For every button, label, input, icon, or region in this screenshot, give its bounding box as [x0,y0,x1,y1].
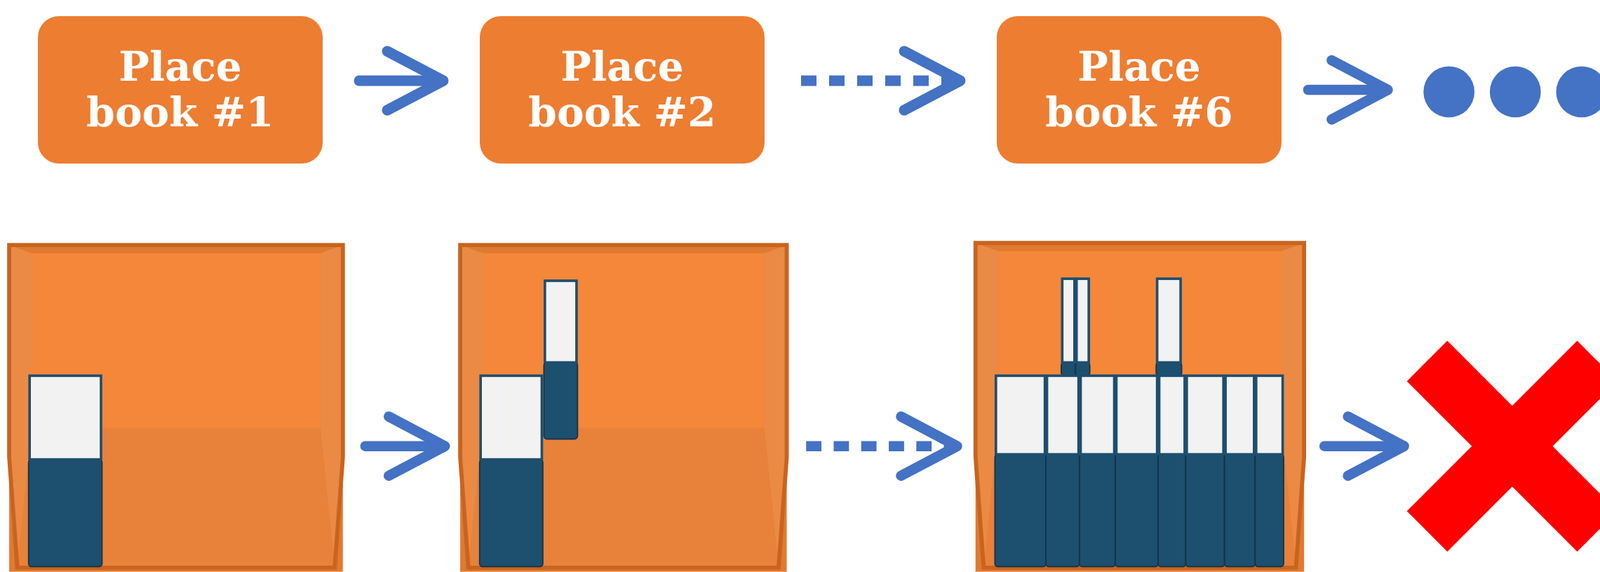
flow-arrow [359,51,444,111]
book [479,375,543,567]
ellipsis-dot [1423,66,1475,118]
book [1224,375,1256,567]
book [1115,375,1159,567]
flow-arrow [1324,416,1404,476]
shelf-frame [460,244,788,572]
book-spine [1185,453,1225,567]
book [994,375,1046,567]
cross-bar [1407,340,1600,552]
book-spine [1224,453,1256,567]
book-pages [29,375,102,459]
book-spine [543,361,578,439]
book-spine [1115,453,1159,567]
flow-arrow [365,416,445,476]
book-pages [1076,278,1089,362]
book [28,375,103,567]
flow-arrow [1308,60,1388,120]
book-pages [1116,375,1157,454]
box-label: Place book #2 [507,44,737,136]
book-spine [1061,361,1076,376]
arrow-head [388,416,445,476]
book [1061,278,1076,376]
arrow-head [901,416,958,476]
bookshelf [9,244,344,572]
book [1254,375,1284,567]
book-spine [1075,361,1090,376]
bookshelf [460,244,788,572]
arrow-shaft [359,75,440,87]
book-spine [28,459,103,567]
book [1185,375,1225,567]
book-pages [480,375,542,459]
book-spine [1158,453,1186,567]
failure-cross [1407,340,1600,552]
arrow-head [1331,60,1388,120]
book-spine [479,459,543,567]
book-pages [1256,375,1283,454]
book-pages [1225,375,1255,454]
book [1045,375,1080,567]
book-pages [545,280,577,362]
book [543,280,578,439]
shelf-frame [9,244,344,572]
cross-bar [1407,340,1600,552]
book-pages [1159,375,1185,454]
book-pages [1157,278,1181,362]
book [1079,375,1116,567]
process-box: Place book #6 [996,16,1282,164]
arrow-head [387,51,444,111]
book-pages [996,375,1046,454]
book-pages [1061,278,1074,362]
book-spine [1045,453,1080,567]
flow-arrow [805,416,957,476]
book [1158,375,1186,567]
arrow-shaft [805,440,953,452]
bookshelf [975,242,1304,571]
ellipsis-dot [1489,66,1542,118]
shelf-outline [460,244,788,568]
shelf-outline [975,242,1304,568]
book-spine [1254,453,1284,567]
arrow-head [904,51,961,111]
flow-arrow [801,51,961,111]
book [1075,278,1090,376]
book [1155,278,1182,376]
book-pages [1080,375,1115,454]
book-pages [1186,375,1224,454]
book-pages [1047,375,1079,454]
box-label: Place book #1 [65,44,295,136]
box-label: Place book #6 [1024,44,1254,136]
process-box: Place book #1 [37,16,323,164]
shelf-outline [9,244,344,568]
shelf-frame [975,242,1304,571]
book-spine [1079,453,1116,567]
process-box: Place book #2 [479,16,765,164]
book-spine [1155,361,1182,376]
book-spine [994,453,1046,567]
ellipsis-dot [1555,66,1600,118]
arrow-shaft [801,75,957,87]
arrow-head [1348,416,1405,476]
